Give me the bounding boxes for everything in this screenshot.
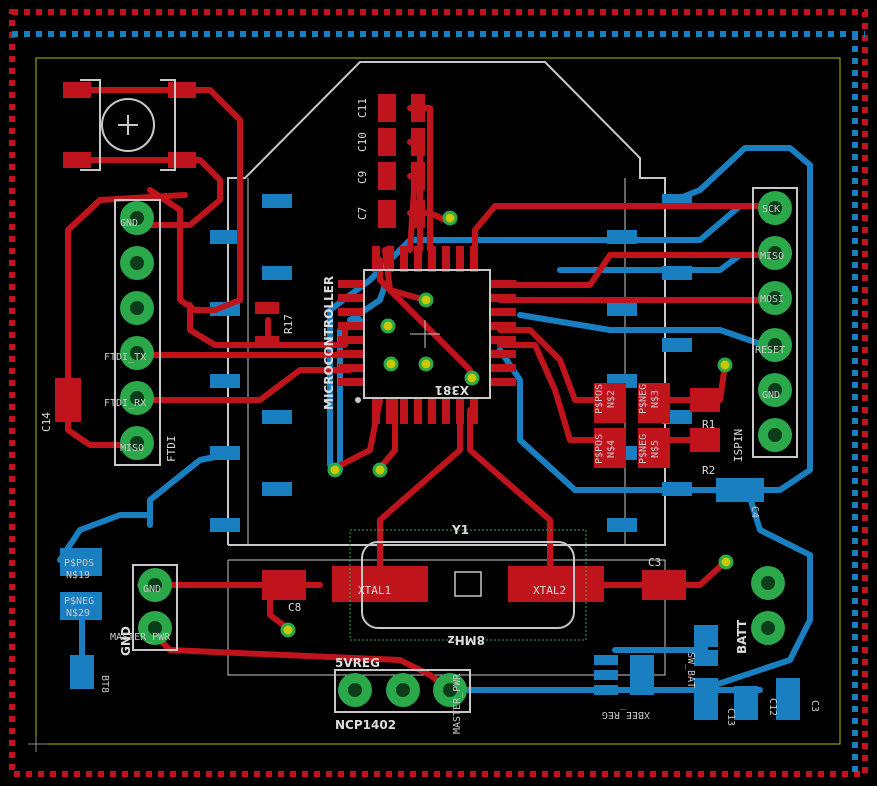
c11-label: C11 [356,98,369,118]
c7-label: C7 [356,207,369,220]
xbee-reg-label: XBEE_REG [602,709,650,720]
mcu-body-outline [363,269,491,399]
bottom-qpos: P$POS [64,558,94,569]
ftdi-pin-5: FTDI_RX [104,398,146,409]
through-hole-pads [114,187,798,713]
ftdi-pin-1: GND [120,218,138,229]
c3-label: C3 [648,556,661,569]
c14-label: C14 [40,412,53,432]
mcu-value-label: X381 [435,383,469,397]
crystal-symbol [454,571,482,597]
bt8-label: BT8 [99,675,110,693]
vreg-label: 5VREG [335,656,380,670]
mcu-pin1-dot [355,397,361,403]
board-outline [35,57,841,745]
qid-3: N$4 [606,440,617,458]
isp-pin-1: SCK [762,204,780,215]
board-frame-red [9,9,868,777]
ftdi-label: FTDI [165,436,178,463]
ispin-label: ISPIN [732,429,745,462]
switch-footprint [80,79,176,171]
mcu-name-label: MICROCONTROLLER [322,276,336,410]
qid-1: N$2 [606,390,617,408]
pwr-gnd-pin-label: GND [143,584,161,595]
crystal-body [361,541,575,629]
qid-2: N$3 [650,390,661,408]
qneg-2: P$NEG [638,434,649,464]
r17-label: R17 [282,314,295,334]
c12-label: C12 [767,698,778,716]
c4-label: C4 [749,506,760,518]
master-pwr-label: MASTER_PWR [110,632,171,643]
bottom-qid-1: N$19 [66,570,90,581]
vias [280,210,734,638]
bottom-copper-pads [60,194,800,720]
isp-pin-2: MISO [760,251,784,262]
crystal-value-label: 8MHz [448,633,485,647]
r1-label: R1 [702,418,715,431]
c13-label: C13 [725,708,736,726]
xbee-footprint-outline [227,61,666,546]
qpos-2: P$POS [594,434,605,464]
gnd-label: GND [119,626,133,656]
crystal-keepout [349,529,587,641]
qid-4: N$5 [650,440,661,458]
c8-label: C8 [288,601,301,614]
c1-label: C3 [809,700,820,712]
qneg-1: P$NEG [638,384,649,414]
top-copper-pads [55,82,720,602]
ftdi-pin-4: FTDI_TX [104,352,146,363]
ncp-label: NCP1402 [335,718,396,732]
mcu-pins [338,246,516,424]
isp-pin-4: RESET [755,345,785,356]
crystal-ref-label: Y1 [451,523,469,537]
xtal1-label: XTAL1 [358,584,391,597]
ftdi-pin-6: MISO [120,443,144,454]
crystal-area-outline [227,559,666,676]
xtal2-label: XTAL2 [533,584,566,597]
c10-label: C10 [356,132,369,152]
r2-label: R2 [702,464,715,477]
bottom-qneg: P$NEG [64,596,94,607]
batt-label: BATT [735,619,749,654]
isp-pin-5: GND [762,390,780,401]
c9-label: C9 [356,171,369,184]
sw-bat-label: SW_BAT [685,652,696,688]
qpos-1: P$POS [594,384,605,414]
isp-pin-3: MOSI [760,294,784,305]
bottom-qid-2: N$29 [66,608,90,619]
vreg-pin-label: MASTER_PWR [452,673,463,734]
